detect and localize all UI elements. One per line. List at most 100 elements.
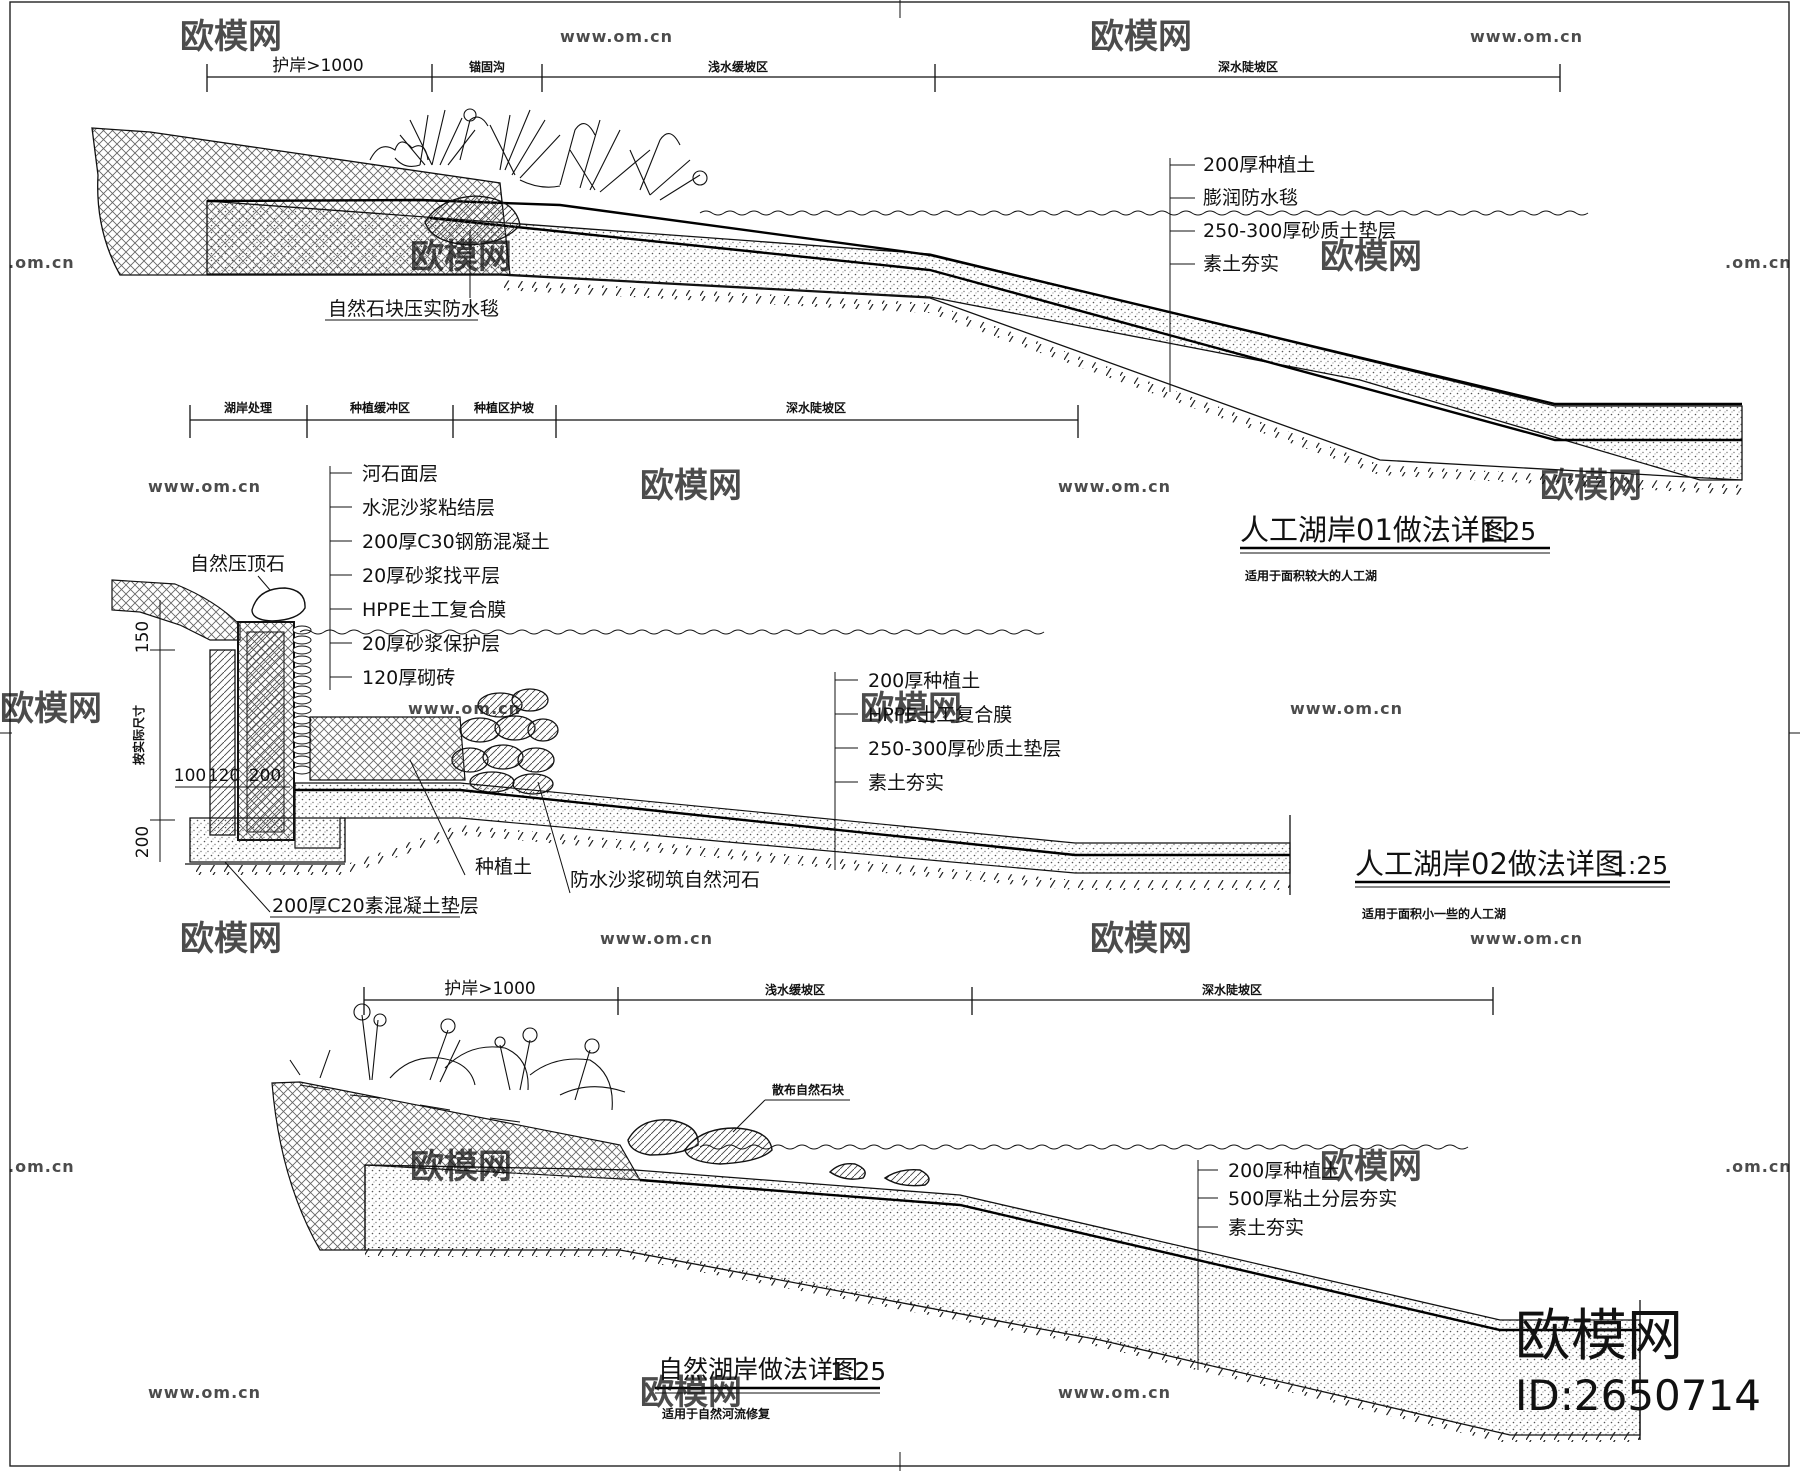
d1-layer-3: 250-300厚砂质土垫层 — [1203, 220, 1396, 242]
d1-layer-1: 200厚种植土 — [1203, 154, 1315, 176]
watermark-brand: 欧模网 — [1320, 237, 1422, 277]
d2-capstone-label: 自然压顶石 — [190, 553, 285, 575]
d1-plants — [369, 108, 708, 201]
watermark-url: www.om.cn — [148, 477, 261, 496]
d2-subtitle: 适用于面积小一些的人工湖 — [1362, 906, 1506, 921]
watermark-brand: 欧模网 — [640, 466, 742, 506]
d2-wall-layer-3: 200厚C30钢筋混凝土 — [362, 531, 550, 553]
d3-scattered-stones — [627, 1119, 930, 1187]
detail-01: 护岸>1000 锚固沟 浅水缓坡区 深水陡坡区 — [91, 56, 1743, 583]
d1-layer-ticks — [1170, 164, 1195, 265]
d2-slope-layer-1: 200厚种植土 — [868, 670, 980, 692]
d3-plants — [289, 1003, 626, 1123]
d3-layer-3: 素土夯实 — [1228, 1217, 1304, 1239]
d3-clay-fill — [364, 1164, 1641, 1436]
d2-earth-bank — [111, 579, 241, 641]
watermark-url: .om.cn — [8, 253, 75, 272]
watermark-brand: 欧模网 — [640, 1373, 742, 1413]
d2-scale: 1:25 — [1612, 851, 1668, 880]
watermark-url: www.om.cn — [148, 1383, 261, 1402]
watermark-url: www.om.cn — [1290, 699, 1403, 718]
d1-zone-3: 浅水缓坡区 — [708, 59, 768, 74]
d2-zone-3: 种植区护坡 — [473, 400, 535, 415]
d1-zone-2: 锚固沟 — [469, 59, 505, 74]
d1-callout-stone: 自然石块压实防水毯 — [328, 298, 499, 320]
d2-wall-layer-1: 河石面层 — [362, 463, 438, 485]
d1-title: 人工湖岸01做法详图 — [1240, 513, 1509, 547]
detail-03: 护岸>1000 浅水缓坡区 深水陡坡区 200厚 — [271, 979, 1641, 1442]
d1-zone-4: 深水陡坡区 — [1218, 59, 1278, 74]
d2-dim-120: 120 — [208, 766, 240, 786]
watermark-brand: 欧模网 — [1090, 919, 1192, 959]
d3-layer-1: 200厚种植土 — [1228, 1160, 1340, 1182]
d2-callout-stones: 防水沙浆砌筑自然河石 — [570, 869, 760, 891]
watermark-url: www.om.cn — [408, 699, 521, 718]
brand-logo-text: 欧模网 — [1515, 1304, 1683, 1369]
d2-callout-soil: 种植土 — [475, 856, 532, 878]
watermark-brand: 欧模网 — [0, 689, 102, 729]
d2-dim-200: 200 — [133, 826, 153, 858]
d2-dim-200b: 200 — [249, 766, 281, 786]
d2-wall-layer-7: 120厚砌砖 — [362, 667, 455, 689]
d3-layer-2: 500厚粘土分层夯实 — [1228, 1188, 1397, 1210]
watermark-url: www.om.cn — [1470, 27, 1583, 46]
watermark-url: www.om.cn — [1470, 929, 1583, 948]
d2-slope-layer-3: 250-300厚砂质土垫层 — [868, 738, 1061, 760]
d2-capstone — [251, 587, 306, 622]
d2-wall-layer-2: 水泥沙浆粘结层 — [362, 497, 495, 519]
d1-layer-4: 素土夯实 — [1203, 253, 1279, 275]
watermark-url: .om.cn — [8, 1157, 75, 1176]
d3-title: 自然湖岸做法详图 — [658, 1355, 858, 1384]
d3-subtitle: 适用于自然河流修复 — [662, 1406, 771, 1421]
d1-subtitle: 适用于面积较大的人工湖 — [1245, 568, 1377, 583]
d2-zone-1: 湖岸处理 — [224, 400, 272, 415]
watermark-brand: 欧模网 — [1320, 1147, 1422, 1187]
d2-zone-4: 深水陡坡区 — [786, 400, 846, 415]
d2-slope-layer-2: HPPE土工复合膜 — [868, 704, 1012, 726]
d3-water-line — [699, 1144, 1469, 1150]
watermark-brand: 欧模网 — [860, 689, 962, 729]
d2-dim-150: 150 — [133, 621, 153, 653]
watermark-brand: 欧模网 — [180, 919, 282, 959]
watermark-url: .om.cn — [1725, 1157, 1792, 1176]
watermark-brand: 欧模网 — [1540, 466, 1642, 506]
d2-callout-footing: 200厚C20素混凝土垫层 — [272, 895, 479, 917]
d2-rock-pile — [451, 688, 559, 795]
d2-planting-soil — [309, 716, 466, 781]
d2-dim-vertical: 按实际尺寸 — [131, 705, 146, 765]
watermark-url: www.om.cn — [1058, 1383, 1171, 1402]
d2-stone-facing — [292, 625, 312, 775]
d2-wall-layer-4: 20厚砂浆找平层 — [362, 565, 500, 587]
watermark-brand: 欧模网 — [410, 1147, 512, 1187]
d1-scale: 1:25 — [1480, 517, 1536, 546]
d1-layer-2: 膨润防水毯 — [1203, 187, 1298, 209]
d1-zone-1: 护岸>1000 — [272, 56, 364, 76]
brand-id: ID:2650714 — [1515, 1371, 1761, 1420]
watermark-brand: 欧模网 — [410, 237, 512, 277]
watermark-brand: 欧模网 — [180, 17, 282, 57]
watermark-url: www.om.cn — [1058, 477, 1171, 496]
d1-water-line — [699, 210, 1589, 216]
watermark-url: www.om.cn — [560, 27, 673, 46]
d3-scale: 1:25 — [830, 1357, 886, 1386]
watermark-url: www.om.cn — [600, 929, 713, 948]
d2-brick-wall — [209, 649, 236, 836]
d1-anchor-stone — [424, 195, 521, 246]
d2-zone-2: 种植缓冲区 — [349, 400, 410, 415]
d2-water-line — [299, 629, 1045, 635]
watermarks: 欧模网 欧模网 www.om.cn www.om.cn 欧模网 欧模网 .om.… — [0, 17, 1792, 1413]
detail-02: 湖岸处理 种植缓冲区 种植区护坡 深水陡坡区 自然压顶石 — [111, 400, 1670, 921]
d2-wall-layer-6: 20厚砂浆保护层 — [362, 633, 500, 655]
d3-zone-1: 护岸>1000 — [444, 979, 536, 999]
d2-wall-layer-5: HPPE土工复合膜 — [362, 599, 506, 621]
d3-callout-stones: 散布自然石块 — [772, 1082, 845, 1097]
d2-slope-layer-4: 素土夯实 — [868, 772, 944, 794]
watermark-url: .om.cn — [1725, 253, 1792, 272]
d2-footing — [189, 817, 346, 863]
d2-dim-100: 100 — [174, 766, 206, 786]
d2-title: 人工湖岸02做法详图 — [1355, 847, 1624, 881]
d3-zone-2: 浅水缓坡区 — [765, 982, 825, 997]
watermark-brand: 欧模网 — [1090, 17, 1192, 57]
d3-zone-3: 深水陡坡区 — [1202, 982, 1262, 997]
